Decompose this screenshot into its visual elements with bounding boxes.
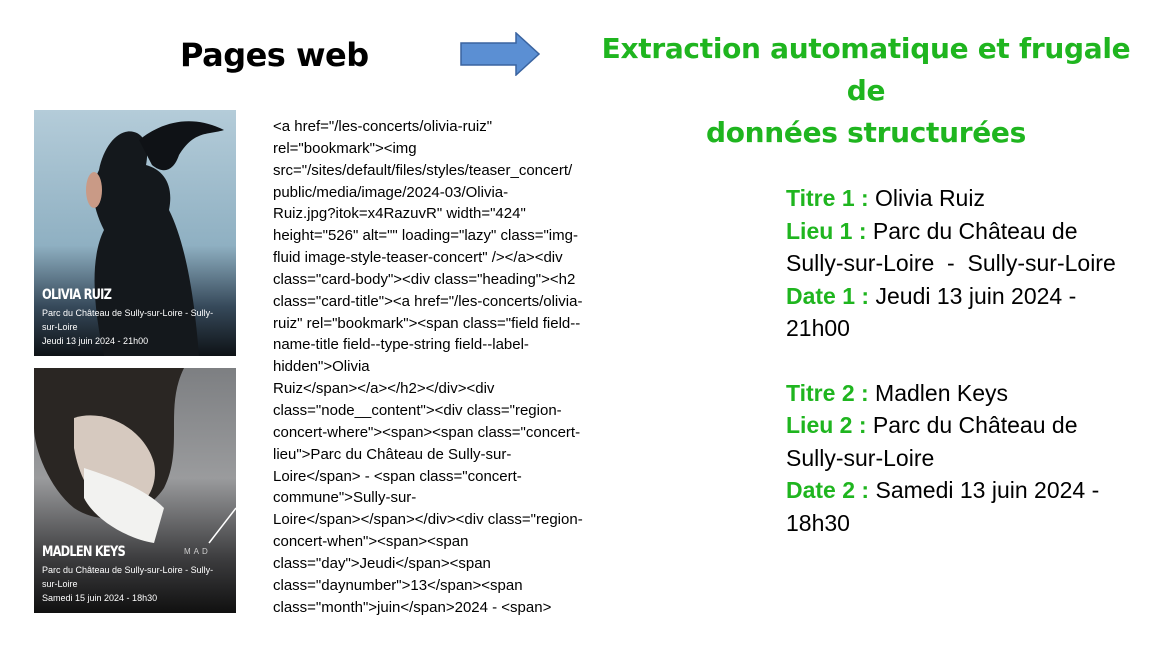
code-line: Loire</span></span></div><div class="reg… — [273, 511, 583, 529]
code-line: src="/sites/default/files/styles/teaser_… — [273, 161, 573, 179]
code-line: class="day">Jeudi</span><span — [273, 554, 491, 572]
code-line: ruiz" rel="bookmark"><span class="field … — [273, 314, 581, 332]
code-line: public/media/image/2024-03/Olivia- — [273, 183, 509, 201]
venue: sur-Loire — [42, 579, 78, 589]
value: Jeudi 13 juin 2024 - — [875, 282, 1077, 309]
code-line: concert-when"><span><span — [273, 533, 469, 551]
value: Parc du Château de — [872, 217, 1078, 244]
label: Date 1 : — [786, 282, 870, 309]
right-arrow-icon — [460, 32, 540, 76]
value: Samedi 13 juin 2024 - — [875, 477, 1100, 503]
result-titre-1: Titre 1 : Olivia Ruiz — [786, 182, 1116, 215]
code-line: class="card-body"><div class="heading"><… — [273, 270, 576, 288]
code-line: height="526" alt="" loading="lazy" class… — [273, 227, 578, 245]
artist-photo: MAD — [34, 368, 236, 556]
value: 18h30 — [786, 509, 850, 536]
code-line: concert-where"><span><span class="concer… — [273, 423, 581, 441]
code-line: lieu">Parc du Château de Sully-sur- — [273, 445, 512, 463]
title-line: Extraction automatique et frugale de — [601, 32, 1131, 107]
web-pages-title: Pages web — [180, 36, 369, 74]
code-line: Ruiz.jpg?itok=x4RazuvR" width="424" — [273, 205, 526, 223]
code-line: rel="bookmark"><img — [273, 139, 417, 157]
code-line: hidden">Olivia — [273, 358, 370, 376]
watermark-text: MAD — [184, 547, 211, 556]
artist-name: OLIVIA RUIZ — [42, 287, 112, 303]
value: Parc du Château de — [872, 412, 1078, 438]
label: Titre 1 : — [786, 185, 869, 211]
label: Lieu 2 : — [786, 412, 867, 438]
result-lieu-2: Lieu 2 : Parc du Château de — [786, 409, 1116, 442]
code-line: fluid image-style-teaser-concert" /></a>… — [273, 249, 563, 267]
code-line: class="card-title"><a href="/les-concert… — [273, 292, 583, 310]
code-line: class="daynumber">13</span><span — [273, 576, 523, 594]
date: Jeudi 13 juin 2024 - 21h00 — [42, 336, 149, 346]
extracted-data: Titre 1 : Olivia Ruiz Lieu 1 : Parc du C… — [786, 182, 1116, 539]
venue: Parc du Château de Sully-sur-Loire - Sul… — [42, 308, 214, 318]
result-date-1: Date 1 : Jeudi 13 juin 2024 - — [786, 280, 1116, 313]
code-line: Ruiz</span></a></h2></div><div — [273, 380, 495, 398]
code-line: class="node__content"><div class="region… — [273, 401, 562, 419]
label: Date 2 : — [786, 477, 870, 503]
result-titre-2: Titre 2 : Madlen Keys — [786, 377, 1116, 410]
date: Samedi 15 juin 2024 - 18h30 — [42, 593, 158, 603]
concert-poster-madlen-keys: MAD MADLEN KEYS Parc du Château de Sully… — [34, 368, 236, 613]
value: 21h00 — [786, 315, 850, 341]
artist-name: MADLEN KEYS — [42, 544, 126, 560]
extraction-title: Extraction automatique et frugale de don… — [590, 28, 1142, 154]
result-date-2: Date 2 : Samedi 13 juin 2024 - — [786, 474, 1116, 507]
value: Sully-sur-Loire - Sully-sur-Loire — [786, 250, 1116, 276]
venue: Parc du Château de Sully-sur-Loire - Sul… — [42, 565, 214, 575]
code-line: class="month">juin</span>2024 - <span> — [273, 598, 552, 616]
code-line: commune">Sully-sur- — [273, 489, 417, 507]
poster-caption: OLIVIA RUIZ Parc du Château de Sully-sur… — [42, 287, 230, 348]
label: Titre 2 : — [786, 379, 869, 406]
value: Sully-sur-Loire — [786, 444, 935, 471]
result-lieu-1: Lieu 1 : Parc du Château de — [786, 215, 1116, 248]
code-line: <a href="/les-concerts/olivia-ruiz" — [273, 118, 493, 135]
artist-photo — [86, 121, 224, 356]
code-line: Loire</span> - <span class="concert- — [273, 467, 522, 485]
code-line: name-title field--type-string field--lab… — [273, 336, 529, 354]
value: Olivia Ruiz — [875, 185, 985, 211]
venue: sur-Loire — [42, 322, 78, 332]
label: Lieu 1 : — [786, 217, 867, 244]
poster-caption: MADLEN KEYS Parc du Château de Sully-sur… — [42, 544, 230, 605]
concert-poster-olivia-ruiz: OLIVIA RUIZ Parc du Château de Sully-sur… — [34, 110, 236, 356]
title-line: données structurées — [705, 116, 1026, 149]
value: Madlen Keys — [875, 379, 1009, 406]
html-source-snippet: <a href="/les-concerts/olivia-ruiz" rel="… — [273, 116, 633, 618]
